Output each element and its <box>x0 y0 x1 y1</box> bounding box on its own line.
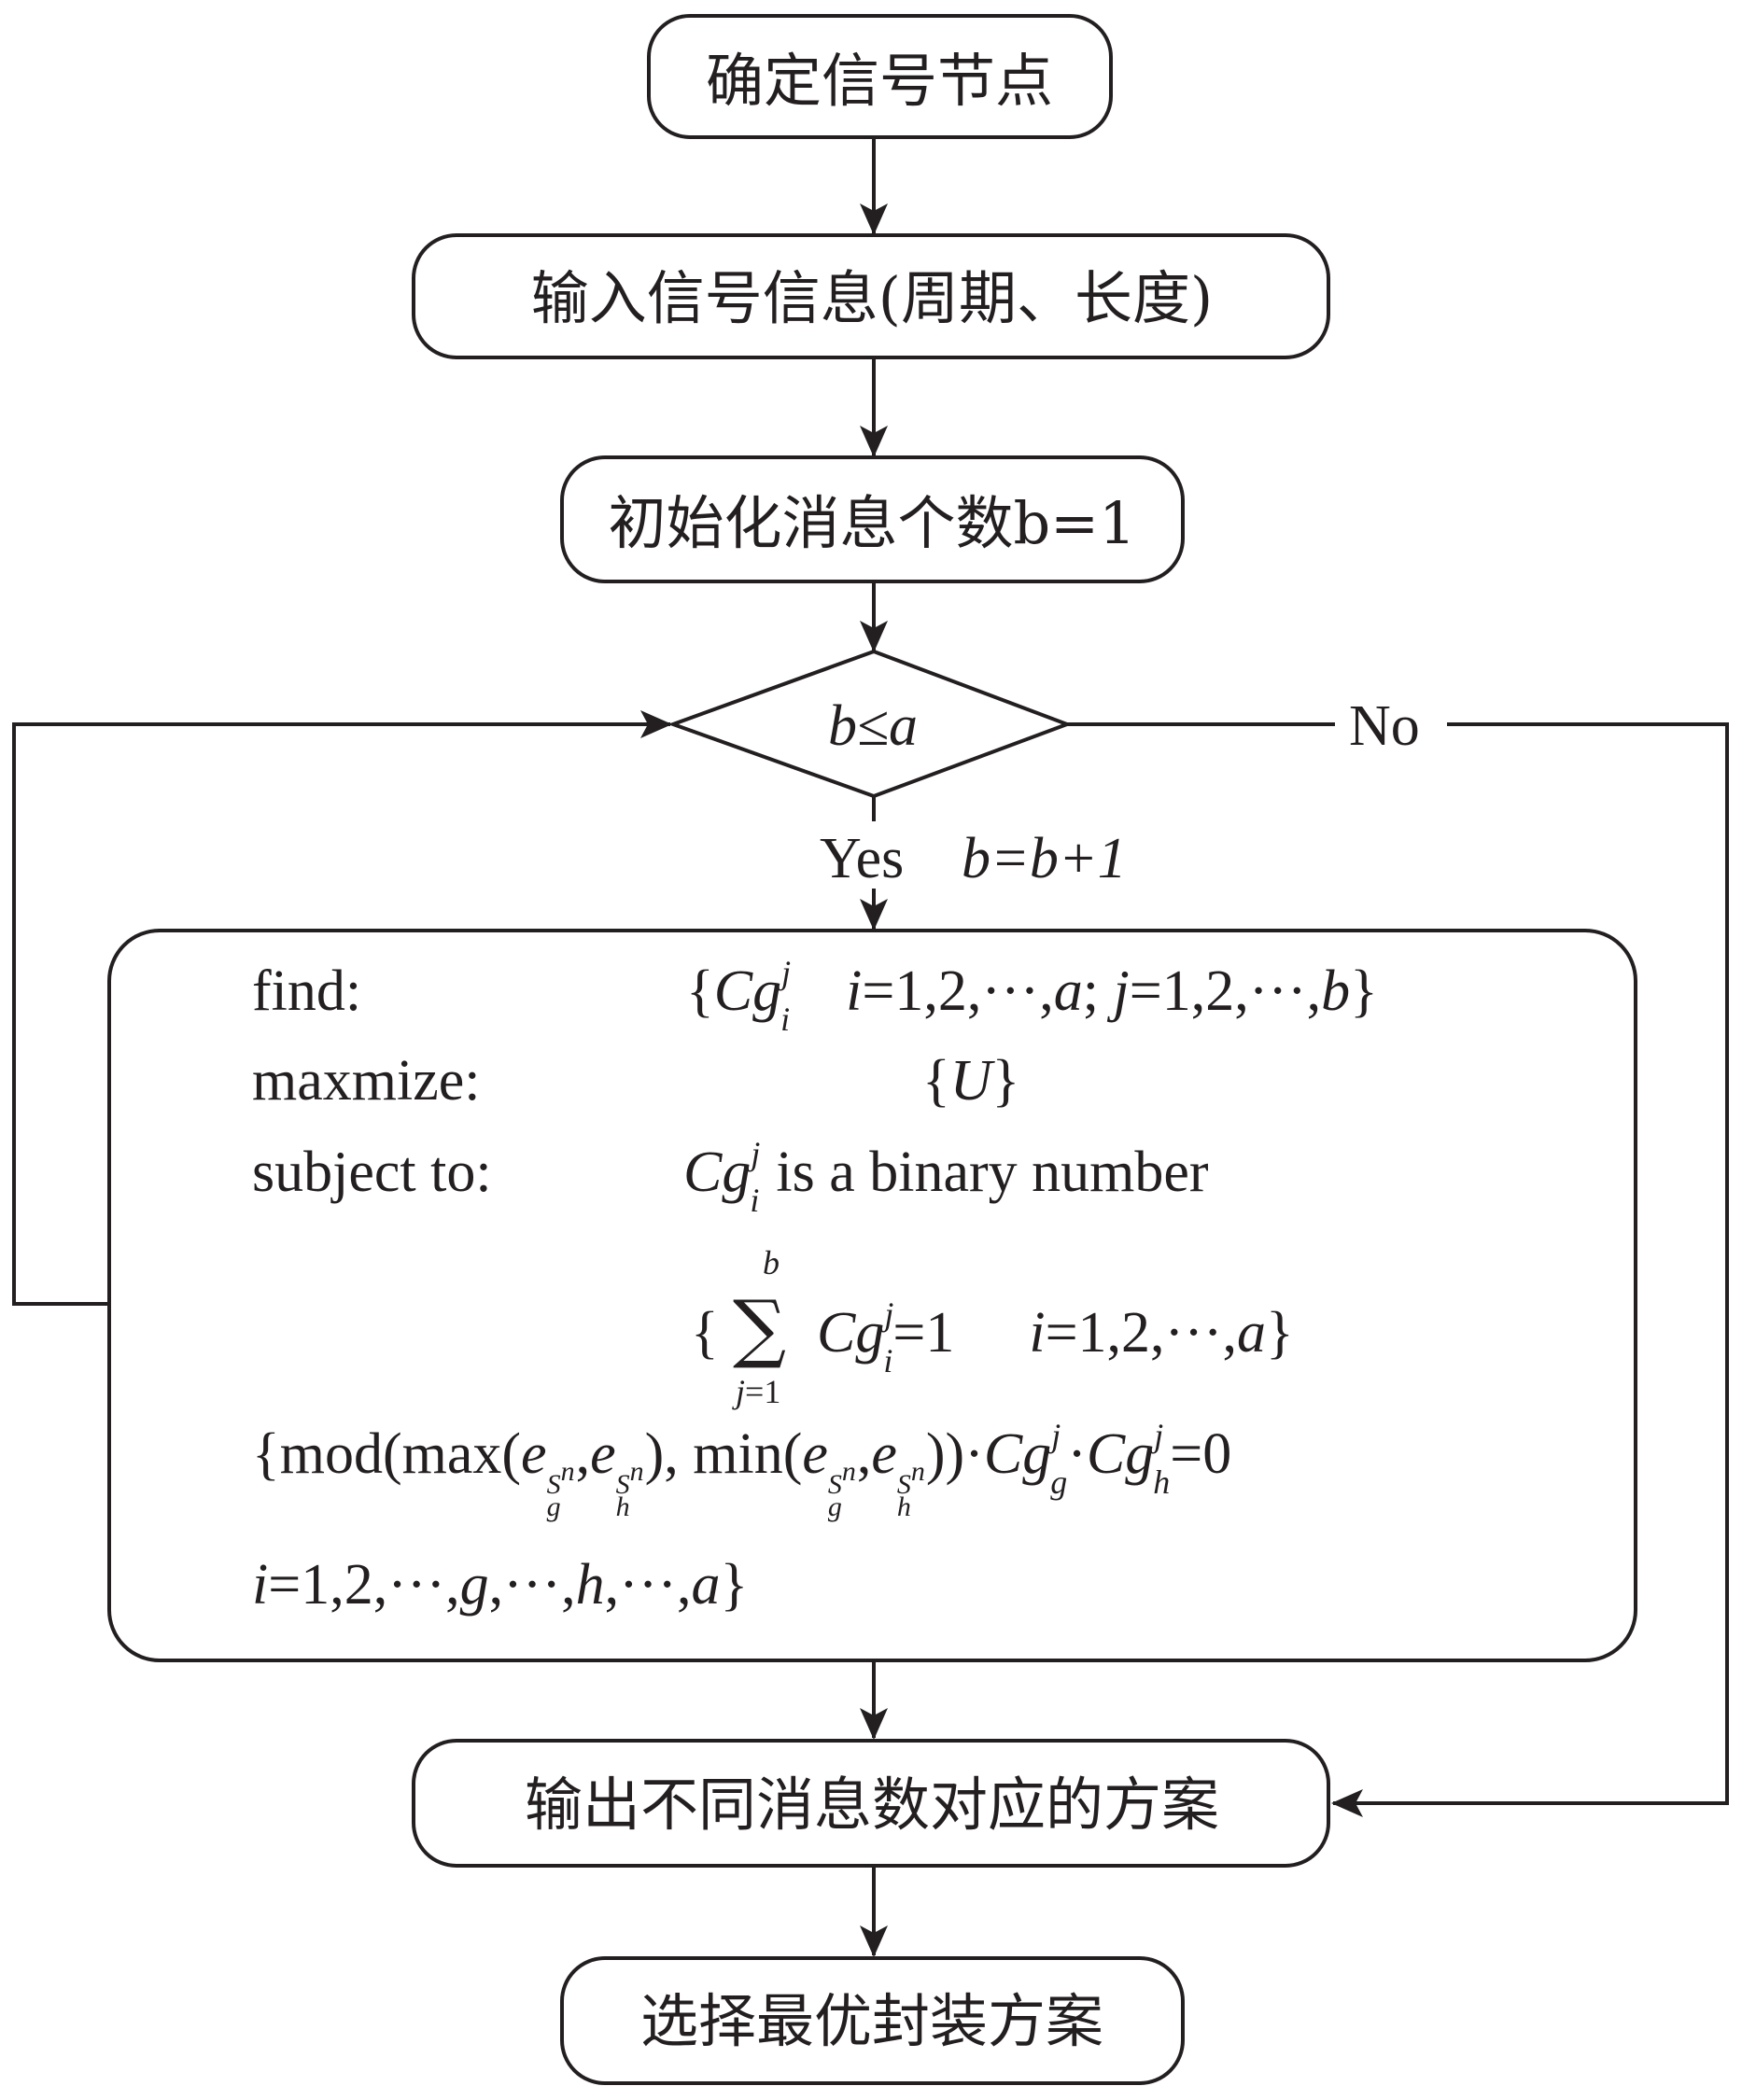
start-label: 确定信号节点 <box>706 47 1053 115</box>
yes-label: Yes <box>820 827 904 890</box>
decision-label: b≤a <box>828 694 918 758</box>
maximize-label: maxmize: <box>252 1049 480 1113</box>
objective-expression: {U} <box>922 1049 1019 1113</box>
input-node: 输入信号信息(周期、长度) <box>412 233 1330 359</box>
select-label: 选择最优封装方案 <box>640 1987 1103 2055</box>
output-label: 输出不同消息数对应的方案 <box>525 1771 1219 1839</box>
subject-label: subject to: <box>252 1141 492 1204</box>
sum-symbol: ∑ <box>733 1284 786 1371</box>
init-label: 初始化消息个数b=1 <box>608 489 1135 557</box>
binary-text: is a binary number <box>776 1141 1209 1204</box>
find-label: find: <box>252 959 361 1023</box>
start-node: 确定信号节点 <box>647 14 1113 139</box>
input-label: 输入信号信息(周期、长度) <box>531 264 1213 332</box>
sum-upper-limit: b <box>763 1244 780 1281</box>
edge-no-to-output <box>1331 722 1729 1817</box>
index-range: i=1,2,···,g,···,h,···,a} <box>252 1553 748 1617</box>
sum-brace: { <box>691 1301 719 1365</box>
sum-lower-limit: j=1 <box>732 1373 780 1410</box>
no-label: No <box>1349 694 1420 758</box>
edge-loop-back <box>12 710 672 1306</box>
decision-node: b≤a <box>667 649 1073 799</box>
select-node: 选择最优封装方案 <box>560 1956 1185 2085</box>
init-node: 初始化消息个数b=1 <box>560 455 1185 583</box>
output-node: 输出不同消息数对应的方案 <box>412 1739 1330 1868</box>
increment-label: b=b+1 <box>962 827 1127 890</box>
